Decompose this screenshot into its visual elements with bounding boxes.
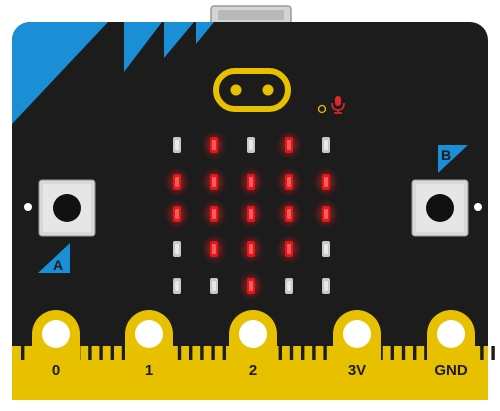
button-a[interactable] — [38, 179, 96, 237]
led-r5-c1 — [173, 278, 181, 294]
led-r1-c3 — [247, 137, 255, 153]
led-r3-c2 — [201, 199, 227, 229]
usb-connector-icon — [210, 5, 292, 27]
led-matrix — [164, 130, 339, 301]
board-decoration — [12, 22, 214, 124]
pin-0[interactable]: 0 — [32, 310, 80, 400]
button-b[interactable] — [411, 179, 469, 237]
led-r5-c2 — [210, 278, 218, 294]
button-a-label: A — [53, 257, 63, 273]
led-r2-c5 — [313, 167, 339, 197]
led-r3-c4 — [276, 199, 302, 229]
pin-label: 1 — [145, 362, 153, 379]
touch-logo-icon[interactable] — [213, 68, 291, 112]
led-r1-c4 — [276, 130, 302, 160]
led-r4-c3 — [238, 234, 264, 264]
led-r3-c5 — [313, 199, 339, 229]
mounting-hole-right — [474, 203, 482, 211]
led-r2-c3 — [238, 167, 264, 197]
pin-label: GND — [434, 362, 468, 379]
led-r3-c1 — [164, 199, 190, 229]
led-r4-c1 — [173, 241, 181, 257]
pin-1[interactable]: 1 — [125, 310, 173, 400]
mic-led-indicator — [317, 104, 327, 114]
led-r2-c2 — [201, 167, 227, 197]
microphone-icon — [331, 96, 345, 114]
led-r4-c5 — [322, 241, 330, 257]
pin-label: 0 — [52, 362, 60, 379]
led-r1-c1 — [173, 137, 181, 153]
led-r1-c5 — [322, 137, 330, 153]
button-b-label: B — [441, 147, 451, 163]
led-r5-c5 — [322, 278, 330, 294]
pin-3v[interactable]: 3V — [333, 310, 381, 400]
led-r5-c4 — [285, 278, 293, 294]
led-r2-c1 — [164, 167, 190, 197]
pin-label: 2 — [249, 362, 257, 379]
led-r3-c3 — [238, 199, 264, 229]
mounting-hole-left — [24, 203, 32, 211]
led-r4-c2 — [201, 234, 227, 264]
led-r4-c4 — [276, 234, 302, 264]
edge-connector: 0 1 2 3V GND — [12, 310, 495, 400]
led-r5-c3 — [238, 271, 264, 301]
button-b-tag: B — [438, 145, 468, 173]
pin-gnd[interactable]: GND — [427, 310, 475, 400]
led-r2-c4 — [276, 167, 302, 197]
led-r1-c2 — [201, 130, 227, 160]
pin-label: 3V — [348, 362, 366, 379]
button-a-tag: A — [38, 243, 70, 273]
pin-2[interactable]: 2 — [229, 310, 277, 400]
